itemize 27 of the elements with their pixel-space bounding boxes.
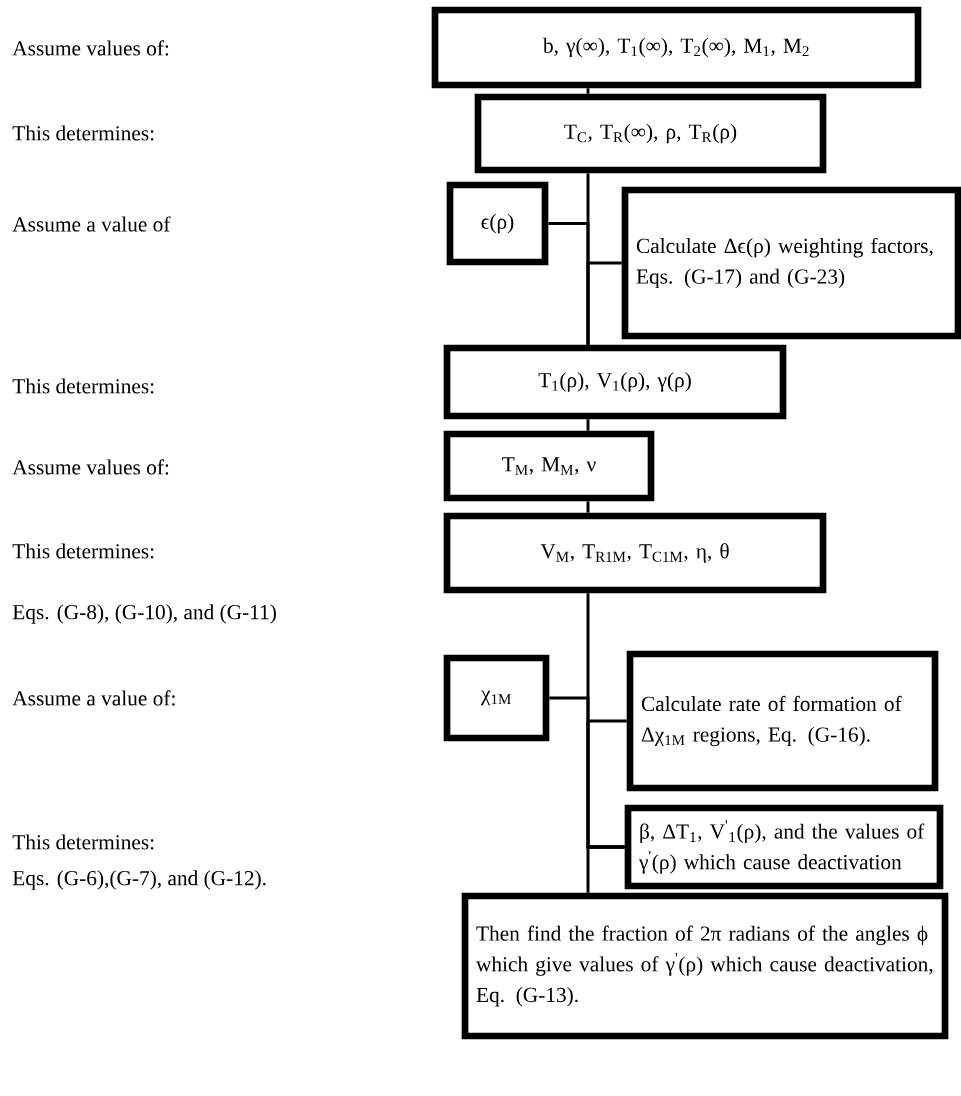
process-box: T$_{1}$(ρ), V$_{1}$(ρ), γ(ρ) (443, 344, 787, 420)
step-label: Eqs. (G-8), (G-10), and (G-11) (12, 604, 276, 624)
step-label: Assume values of: (12, 459, 169, 475)
connector-line (586, 419, 590, 431)
connector-line (586, 88, 590, 94)
process-box: Then find the fraction of 2π radians of the angles ϕ which give values of γ$^{'}$(ρ) which cause deactivation, Eq. (G-13). (461, 892, 949, 1040)
process-box: β, ΔT$_{1}$, V$^{'}$$_{1}$(ρ), and the values of γ$^{'}$(ρ) which cause deactivation (624, 804, 944, 890)
step-label: Eqs. (G-6),(G-7), and (G-12). (12, 870, 266, 890)
process-box: χ$_{1M}$ (443, 654, 550, 742)
step-label: Assume values of: (12, 40, 169, 56)
process-box: T$_{M}$, M$_{M}$, ν (443, 430, 655, 502)
step-label: This determines: (12, 125, 154, 141)
process-box: ϵ(ρ) (446, 181, 549, 266)
step-label: Assume a value of (12, 216, 171, 232)
process-box: T$_{C}$, T$_{R}$(∞), ρ, T$_{R}$(ρ) (474, 93, 827, 174)
process-box: V$_{M}$, T$_{R1M}$, T$_{C1M}$, η, θ (443, 512, 827, 594)
process-box: Calculate Δϵ(ρ) weighting factors, Eqs. (G-17) and (G-23) (621, 186, 961, 340)
step-label: This determines: (12, 834, 154, 850)
process-box: b, γ(∞), T$_{1}$(∞), T$_{2}$(∞), M$_{1}$, M$_{2}$ (431, 6, 922, 89)
connector-line (586, 261, 622, 345)
step-label: This determines: (12, 378, 154, 394)
step-label: This determines: (12, 543, 154, 559)
connector-line (586, 719, 627, 849)
connector-line (586, 845, 625, 893)
step-label: Assume a value of: (12, 690, 175, 706)
process-box: Calculate rate of formation of Δχ$_{1M}$ regions, Eq. (G-16). (626, 650, 939, 792)
connector-line (586, 501, 590, 513)
